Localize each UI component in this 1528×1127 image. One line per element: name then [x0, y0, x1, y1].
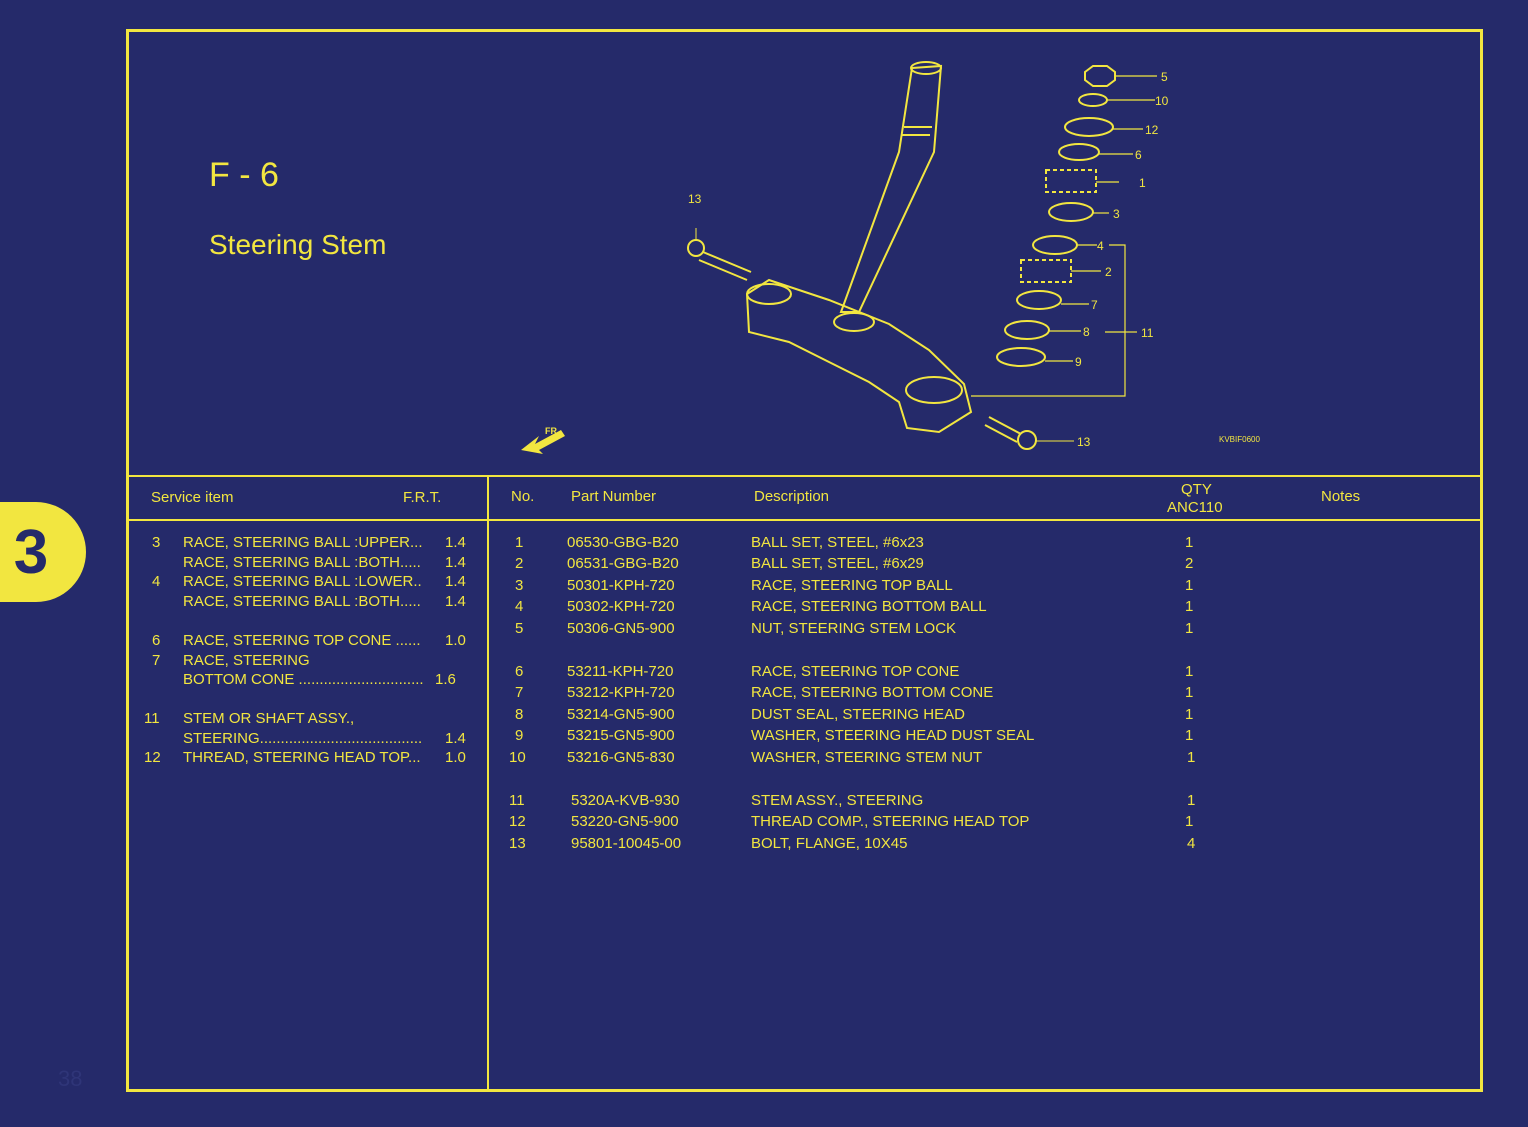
part-number-header: Part Number [571, 488, 657, 505]
notes-header: Notes [1321, 488, 1361, 505]
callout-7: 7 [1091, 298, 1098, 312]
chapter-tab: 3 [0, 502, 86, 602]
drawing-code: KVBIF0600 [1219, 435, 1260, 444]
callout-8: 8 [1083, 325, 1090, 339]
callout-5: 5 [1161, 70, 1168, 84]
callout-9: 9 [1075, 355, 1082, 369]
bottom-bridge [745, 278, 973, 434]
steering-stem-diagram: 13 5 10 12 6 1 3 4 2 7 8 11 9 13 FR. KVB… [521, 61, 1260, 454]
callout-11: 11 [1141, 326, 1154, 340]
table-divider [487, 475, 489, 1089]
service-table-header: Service item F.R.T. [129, 475, 487, 521]
callout-4: 4 [1097, 239, 1104, 253]
bolt-left [687, 228, 752, 281]
page-number: 38 [58, 1066, 83, 1091]
callout-3: 3 [1113, 207, 1120, 221]
bolt-right [984, 416, 1074, 450]
callout-13-left: 13 [688, 192, 702, 206]
stem-top [910, 61, 942, 75]
parts-table-header: No. Part Number Description QTY ANC110 N… [489, 475, 1480, 521]
front-marker: FR. [545, 426, 560, 436]
figure-title: Steering Stem [209, 229, 387, 260]
callout-6: 6 [1135, 148, 1142, 162]
callout-1: 1 [1139, 176, 1146, 190]
no-header: No. [511, 488, 535, 505]
callout-13-right: 13 [1077, 435, 1091, 449]
callout-12: 12 [1145, 123, 1159, 137]
qty-header: QTY [1181, 481, 1212, 498]
figure-code: F - 6 [209, 156, 279, 194]
parts-page-frame: F - 6 Steering Stem [126, 29, 1483, 1092]
figure-panel: F - 6 Steering Stem [129, 32, 1480, 477]
bearing-stack [996, 65, 1116, 367]
model-header: ANC110 [1167, 499, 1223, 516]
callout-2: 2 [1105, 265, 1112, 279]
description-header: Description [754, 488, 830, 505]
callout-10: 10 [1155, 94, 1169, 108]
front-arrow [521, 430, 565, 454]
stem-shaft [839, 64, 943, 313]
frt-header: F.R.T. [403, 489, 442, 506]
chapter-tab-number: 3 [13, 517, 49, 587]
service-item-header: Service item [151, 489, 234, 506]
